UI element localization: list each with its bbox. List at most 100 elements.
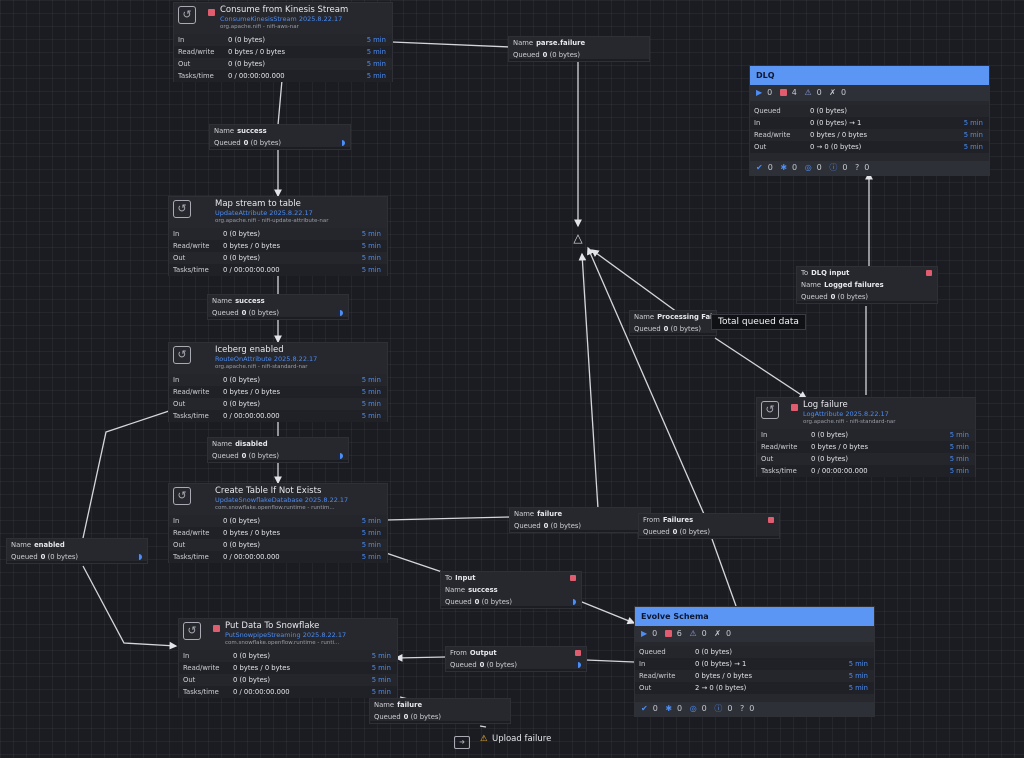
queue-pie-icon: [337, 453, 343, 459]
processor-type[interactable]: RouteOnAttribute 2025.8.22.17: [215, 355, 318, 363]
unknown-icon: ?: [854, 163, 860, 172]
modified-icon: ✱: [665, 704, 673, 713]
processor-map-stream[interactable]: ↺ Map stream to table UpdateAttribute 20…: [168, 196, 388, 276]
stale-icon: ◎: [804, 163, 812, 172]
group-name: Evolve Schema: [635, 607, 874, 626]
processor-type[interactable]: PutSnowpipeStreaming 2025.8.22.17: [225, 631, 347, 639]
processor-name: Iceberg enabled: [215, 345, 284, 355]
processor-icon: ↺: [761, 401, 779, 419]
modified-icon: ✱: [780, 163, 788, 172]
output-port-icon: ➜: [454, 736, 470, 749]
processor-name: Consume from Kinesis Stream: [220, 5, 349, 15]
stopped-icon: [208, 9, 215, 16]
processor-create-table[interactable]: ↺ Create Table If Not Exists UpdateSnowf…: [168, 483, 388, 563]
up-to-date-icon: ✔: [641, 704, 648, 713]
processor-bundle: org.apache.nifi - nifi-standard-nar: [803, 419, 896, 425]
error-icon: ⓘ: [714, 704, 723, 713]
processor-icon: ↺: [173, 200, 191, 218]
stopped-icon: [213, 625, 220, 632]
invalid-icon: ⚠: [804, 88, 812, 97]
processor-iceberg-enabled[interactable]: ↺ Iceberg enabled RouteOnAttribute 2025.…: [168, 342, 388, 422]
processor-icon: ↺: [183, 622, 201, 640]
group-status-bar: ▶0 4 ⚠0 ✗0: [750, 85, 989, 101]
processor-name: Create Table If Not Exists: [215, 486, 322, 496]
stale-icon: ◎: [689, 704, 697, 713]
processor-type[interactable]: UpdateSnowflakeDatabase 2025.8.22.17: [215, 496, 349, 504]
processor-bundle: com.snowflake.openflow.runtime - runtim.…: [215, 505, 335, 511]
stopped-icon: [664, 630, 672, 637]
processor-type[interactable]: UpdateAttribute 2025.8.22.17: [215, 209, 313, 217]
funnel-icon[interactable]: △: [573, 231, 583, 245]
stopped-icon: [779, 89, 787, 96]
stopped-icon: [575, 650, 581, 656]
disabled-icon: ✗: [714, 629, 721, 638]
processor-consume-kinesis[interactable]: ↺ Consume from Kinesis Stream ConsumeKin…: [173, 2, 393, 82]
processor-icon: ↺: [178, 6, 196, 24]
processor-type[interactable]: LogAttribute 2025.8.22.17: [803, 410, 889, 418]
stopped-icon: [570, 575, 576, 581]
invalid-icon: ⚠: [689, 629, 697, 638]
queue-pie-icon: [339, 140, 345, 146]
up-to-date-icon: ✔: [756, 163, 763, 172]
queue-pie-icon: [337, 310, 343, 316]
disabled-icon: ✗: [829, 88, 836, 97]
group-status-bar: ▶0 6 ⚠0 ✗0: [635, 626, 874, 642]
processor-log-failure[interactable]: ↺ Log failure LogAttribute 2025.8.22.17 …: [756, 397, 976, 477]
processor-type[interactable]: ConsumeKinesisStream 2025.8.22.17: [220, 15, 343, 23]
stopped-icon: [926, 270, 932, 276]
processor-bundle: org.apache.nifi - nifi-update-attribute-…: [215, 218, 329, 224]
processor-bundle: org.apache.nifi - nifi-standard-nar: [215, 364, 308, 370]
queue-pie-icon: [575, 662, 581, 668]
output-port-name: Upload failure: [492, 734, 552, 744]
warning-icon: ⚠: [480, 734, 488, 744]
processor-name: Log failure: [803, 400, 848, 410]
processor-put-snowflake[interactable]: ↺ Put Data To Snowflake PutSnowpipeStrea…: [178, 618, 398, 698]
running-icon: ▶: [641, 629, 648, 638]
processor-name: Put Data To Snowflake: [225, 621, 320, 631]
processor-icon: ↺: [173, 487, 191, 505]
running-icon: ▶: [756, 88, 763, 97]
stopped-icon: [791, 404, 798, 411]
